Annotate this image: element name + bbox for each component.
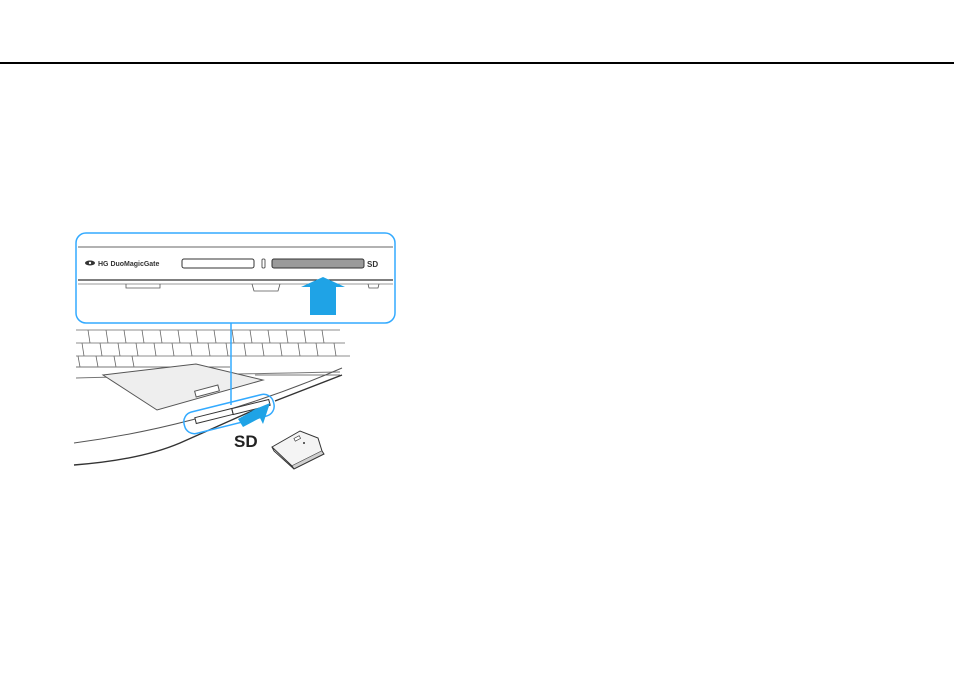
- slot-callout: HG Duo MagicGate SD: [76, 233, 395, 323]
- sd-card-label: SD: [234, 432, 258, 451]
- keyboard: [76, 330, 350, 367]
- magicgate-label: MagicGate: [124, 261, 160, 268]
- sd-card-icon: [272, 431, 324, 469]
- illustration: HG Duo MagicGate SD SD: [60, 225, 410, 475]
- indicator-light: [262, 259, 265, 268]
- eye-icon: [85, 261, 95, 266]
- header-rule: [0, 62, 954, 64]
- sd-slot: [272, 259, 364, 268]
- sd-card-insertion-figure: HG Duo MagicGate SD SD: [60, 225, 410, 475]
- brand-logo: HG Duo: [98, 261, 124, 268]
- sd-slot-label: SD: [367, 260, 378, 269]
- touchpad: [103, 364, 263, 410]
- memory-stick-slot: [182, 259, 254, 268]
